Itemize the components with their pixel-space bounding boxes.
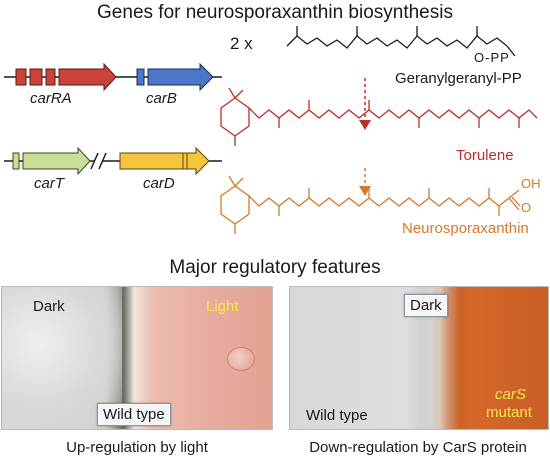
carT-gene-arrow [12, 146, 91, 176]
cars-gene-label: carS [495, 386, 526, 403]
left-caption: Up-regulation by light [66, 439, 208, 456]
acid-oh-label: OH [521, 176, 541, 191]
acid-o-label: O [521, 200, 532, 215]
page-title: Genes for neurosporaxanthin biosynthesis [97, 2, 453, 23]
ggpp-substituent: O-PP [474, 50, 510, 65]
carD-gene-arrow [119, 146, 210, 176]
geranylgeranyl-pp-label: Geranylgeranyl-PP [395, 70, 522, 87]
wild-type-label: Wild type [306, 407, 368, 424]
mutant-label: mutant [486, 404, 532, 421]
torulene-structure [220, 87, 538, 146]
gene-label-carRA: carRA [30, 90, 72, 107]
geranylgeranyl-pp-structure [286, 35, 508, 49]
gene-label-carT: carT [34, 175, 64, 192]
gene-cluster-diagram [4, 62, 222, 176]
dna-break-mark [90, 152, 99, 170]
biosynthesis-pathway [220, 26, 538, 234]
ggpp-multiplier: 2 x [230, 34, 253, 53]
right-caption: Down-regulation by CarS protein [309, 439, 527, 456]
neurosporaxanthin-label: Neurosporaxanthin [402, 220, 529, 237]
dark-label: Dark [33, 298, 65, 315]
neurosporaxanthin-structure [220, 175, 521, 234]
gene-label-carB: carB [146, 90, 177, 107]
carB-gene-arrow [136, 62, 214, 92]
light-label: Light [206, 298, 239, 315]
wild-type-label: Wild type [97, 403, 171, 426]
carRA-gene-arrow [15, 62, 117, 92]
gene-label-carD: carD [143, 175, 175, 192]
colony-spot [227, 347, 255, 371]
dark-label: Dark [404, 294, 448, 317]
section-title: Major regulatory features [169, 257, 381, 278]
dna-break-mark [98, 152, 107, 170]
torulene-label: Torulene [456, 147, 514, 164]
